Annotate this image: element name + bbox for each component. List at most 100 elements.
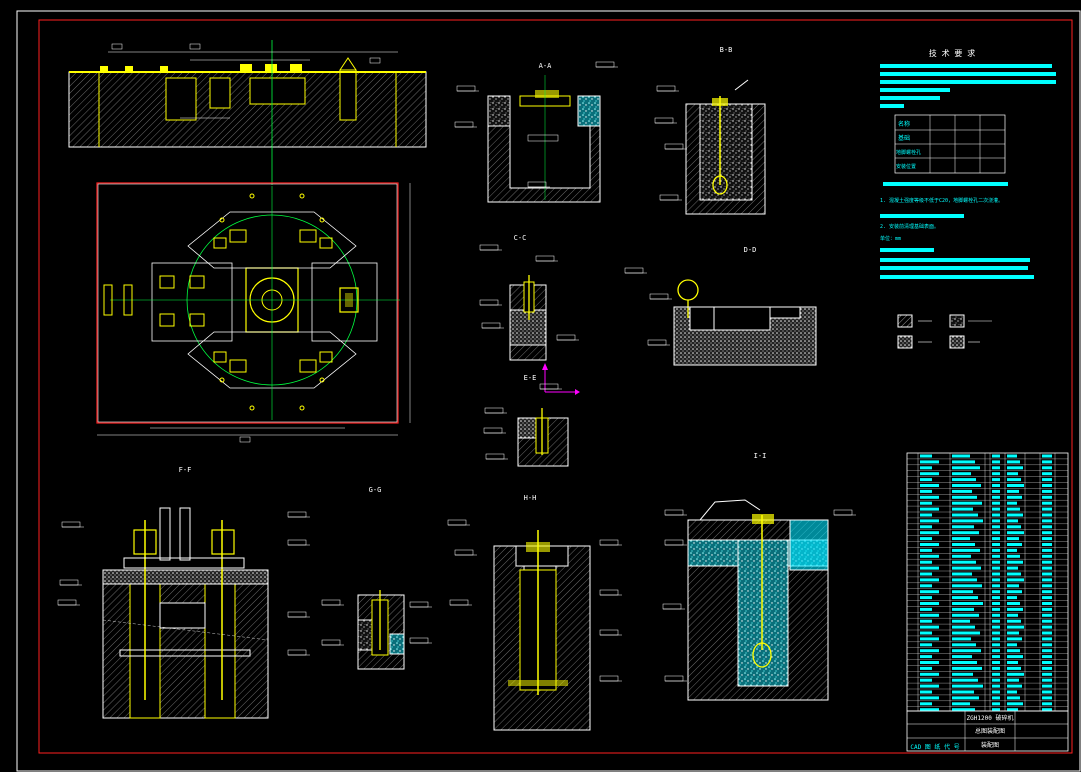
annotation-label-box [61, 521, 81, 528]
table-cell [952, 466, 980, 470]
table-cell [952, 554, 971, 558]
title-line-2: 总图装配图 [975, 727, 1005, 735]
outer-frame [16, 10, 1081, 772]
table-cell [920, 543, 939, 546]
table-cell [1007, 684, 1022, 688]
table-cell [920, 466, 932, 470]
annotation-label-box [479, 244, 499, 251]
table-cell [952, 690, 974, 694]
table-cell [992, 666, 1000, 670]
section-h-view: H-H [493, 494, 591, 731]
table-cell [1007, 484, 1024, 487]
table-cell [992, 454, 1000, 458]
table-cell [1042, 619, 1052, 623]
table-cell [1007, 678, 1019, 682]
table-cell [920, 649, 939, 653]
table-cell [992, 548, 1000, 552]
annotation-label-box [664, 143, 684, 150]
table-cell [1042, 484, 1052, 487]
table-cell [992, 655, 1000, 659]
table-cell [1042, 543, 1052, 546]
table-cell [992, 466, 1000, 470]
table-cell [920, 690, 932, 694]
table-cell [920, 478, 932, 482]
table-cell [992, 543, 1000, 546]
table-cell [992, 578, 1000, 582]
table-cell [920, 684, 939, 688]
table-cell [952, 666, 982, 670]
section-label: D-D [744, 246, 757, 254]
table-cell [1042, 525, 1052, 529]
table-cell [992, 484, 1000, 487]
table-cell [1042, 513, 1052, 517]
annotation-label-box [599, 675, 619, 682]
table-cell [1042, 454, 1052, 458]
table-cell [1042, 537, 1052, 541]
table-cell [920, 531, 939, 535]
table-cell [920, 584, 932, 588]
annotation-label-box [647, 339, 667, 346]
table-cell [952, 590, 973, 594]
table-cell [992, 702, 1000, 706]
table-cell [992, 708, 1000, 712]
table-cell [992, 590, 1000, 594]
unit-label: 单位：mm [880, 235, 901, 242]
table-cell [992, 684, 1000, 688]
annotation-label-box [599, 589, 619, 596]
table-cell [952, 578, 977, 582]
table-cell [920, 489, 932, 493]
table-cell [1042, 590, 1052, 594]
table-cell [952, 513, 978, 517]
table-cell [952, 472, 971, 476]
table-cell [952, 478, 976, 482]
table-cell [920, 596, 932, 600]
table-cell [1007, 631, 1019, 635]
table-cell [992, 572, 1000, 576]
annotation-label-box [664, 675, 684, 682]
table-cell [1007, 519, 1018, 523]
title-footer: CAD 图 纸 代 号 [910, 743, 959, 751]
annotation-label-box [57, 599, 77, 606]
table-cell [920, 548, 932, 552]
table-cell [952, 572, 972, 576]
annotation-label-box [539, 383, 559, 390]
table-cell [1042, 666, 1052, 670]
annotation-label-box [409, 601, 429, 608]
annotation-label-box [454, 549, 474, 556]
requirements-table: 名称 基础 地脚螺栓孔 安装位置 [894, 114, 1006, 174]
table-cell [952, 702, 970, 706]
table-cell [920, 625, 939, 629]
table-cell [952, 655, 972, 659]
table-cell [1007, 554, 1020, 558]
table-cell [1042, 643, 1052, 647]
table-cell [1007, 619, 1021, 623]
table-cell [920, 525, 932, 529]
table-cell [1007, 643, 1017, 647]
table-cell [952, 684, 983, 688]
table-cell [1042, 478, 1052, 482]
table-cell [952, 495, 977, 499]
table-cell [1007, 489, 1019, 493]
table-cell [920, 554, 939, 558]
section-g-view: G-G [357, 486, 405, 670]
table-cell [920, 460, 939, 464]
annotation-label-box [479, 299, 499, 306]
table-cell [1042, 489, 1052, 493]
annotation-label-box [321, 639, 341, 646]
table-cell [1042, 613, 1052, 617]
annotation-label-box [664, 509, 684, 516]
table-cell [1007, 460, 1020, 464]
table-cell [1042, 690, 1052, 694]
table-cell [1042, 519, 1052, 523]
table-cell [992, 478, 1000, 482]
title-block: ZGH1200 破碎机 总图装配图 装配图 CAD 图 纸 代 号 [906, 710, 1069, 752]
title-line-3: 装配图 [981, 741, 999, 749]
table-cell [1007, 454, 1017, 458]
table-row: 基础 [898, 134, 910, 142]
annotation-label-box [624, 267, 644, 274]
annotation-label-box [287, 539, 307, 546]
table-cell [1007, 548, 1017, 552]
table-row: 地脚螺栓孔 [896, 149, 921, 156]
tech-note-2: 2. 安装前清理基础表面。 [880, 223, 939, 230]
annotation-label-box [535, 255, 555, 262]
